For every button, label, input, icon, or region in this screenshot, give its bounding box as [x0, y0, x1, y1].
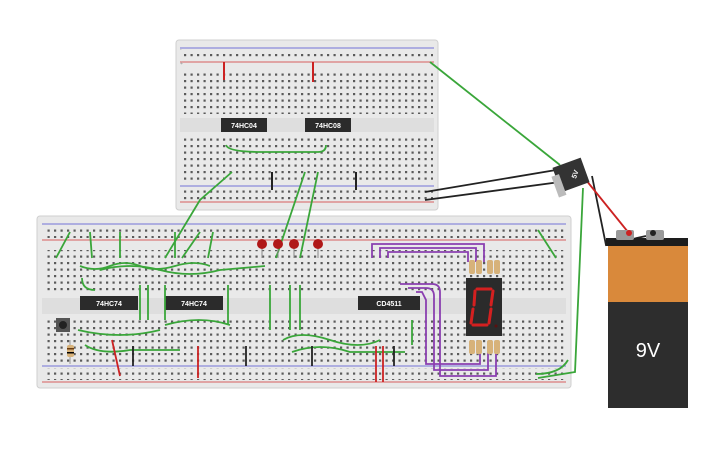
- chip-74hc74-2[interactable]: 74HC74: [165, 296, 223, 310]
- chip-cd4511-label: CD4511: [376, 301, 401, 308]
- wires-black[interactable]: [132, 169, 647, 366]
- chip-74hc04[interactable]: 74HC04: [221, 118, 267, 132]
- push-button[interactable]: [56, 318, 70, 332]
- battery-label: 9V: [636, 340, 661, 362]
- wires-purple[interactable]: [371, 243, 497, 377]
- chip-cd4511[interactable]: CD4511: [358, 296, 420, 310]
- wires-red[interactable]: [111, 179, 629, 382]
- led-1[interactable]: [257, 239, 267, 258]
- led-3[interactable]: [289, 239, 299, 258]
- chip-74hc74-1-label: 74HC74: [96, 301, 122, 308]
- chip-74hc08[interactable]: 74HC08: [305, 118, 351, 132]
- display-resistors-bottom[interactable]: [469, 340, 500, 354]
- chip-74hc04-label: 74HC04: [231, 123, 257, 130]
- battery-9v[interactable]: 9V: [606, 230, 688, 408]
- led-4[interactable]: [313, 239, 323, 258]
- led-array[interactable]: [257, 239, 323, 258]
- voltage-regulator[interactable]: 5V: [551, 157, 590, 198]
- chip-74hc08-label: 74HC08: [315, 123, 341, 130]
- chip-74hc74-1[interactable]: 74HC74: [80, 296, 138, 310]
- resistor-pulldown[interactable]: [67, 340, 74, 364]
- seven-segment-display[interactable]: [466, 278, 502, 336]
- rail-minus-label: -: [180, 47, 182, 53]
- chip-74hc74-2-label: 74HC74: [181, 301, 207, 308]
- regulator-label: 5V: [571, 169, 581, 180]
- led-2[interactable]: [273, 239, 283, 258]
- rail-plus-label: +: [180, 61, 183, 67]
- breadboard-main[interactable]: [36, 215, 572, 389]
- display-resistors-top[interactable]: [469, 260, 500, 274]
- digit-0-segments: [469, 287, 495, 327]
